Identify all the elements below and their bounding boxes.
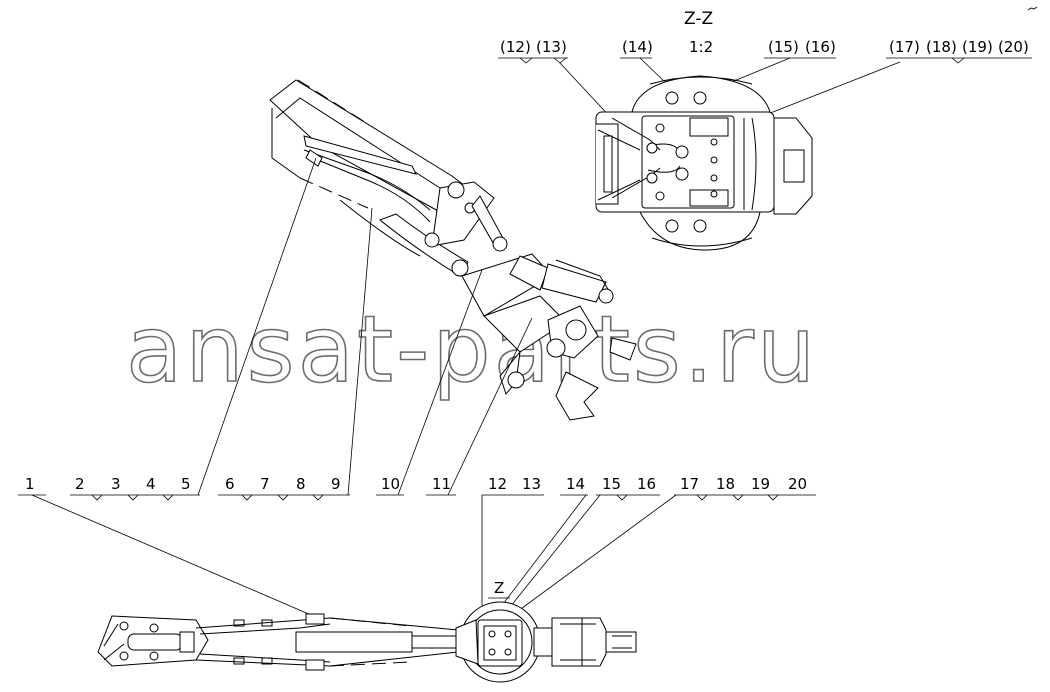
callout-4: 4 [146, 475, 156, 493]
section-callout-15: (15) [768, 38, 799, 56]
boom-perspective-drawing [269, 79, 637, 421]
section-callout-16: (16) [805, 38, 836, 56]
section-view-z-z: Z-Z 1:2 (12) (13) (14) (15) (16) (17) (1… [498, 9, 1032, 251]
section-housing-drawing [595, 75, 813, 251]
callout-16: 16 [637, 475, 656, 493]
section-title: Z-Z [684, 9, 713, 29]
section-callout-braces [519, 57, 965, 64]
section-callout-13: (13) [536, 38, 567, 56]
callout-6: 6 [225, 475, 235, 493]
callout-11: 11 [432, 475, 451, 493]
callout-12: 12 [488, 475, 507, 493]
section-callout-14: (14) [622, 38, 653, 56]
callout-20: 20 [788, 475, 807, 493]
detail-marker-z: Z [494, 579, 504, 597]
callout-2: 2 [75, 475, 85, 493]
callout-5: 5 [181, 475, 191, 493]
callout-labels: 1 2 3 4 5 6 7 8 9 10 11 12 13 14 15 16 1… [18, 475, 816, 501]
corner-mark [1027, 6, 1038, 11]
watermark: ansat-parts.ru [126, 296, 818, 403]
callout-15: 15 [602, 475, 621, 493]
callout-17: 17 [680, 475, 699, 493]
section-scale: 1:2 [689, 38, 713, 56]
callout-1: 1 [25, 475, 35, 493]
callout-8: 8 [296, 475, 306, 493]
callout-10: 10 [381, 475, 400, 493]
callout-7: 7 [260, 475, 270, 493]
section-callout-12: (12) [500, 38, 531, 56]
callout-19: 19 [751, 475, 770, 493]
section-callout-20: (20) [998, 38, 1029, 56]
callout-leaders [31, 157, 677, 619]
section-callout-17: (17) [889, 38, 920, 56]
callout-13: 13 [522, 475, 541, 493]
side-view-drawing: Z [97, 579, 637, 683]
section-callout-18: (18) [926, 38, 957, 56]
callout-14: 14 [566, 475, 585, 493]
section-callout-19: (19) [962, 38, 993, 56]
callout-3: 3 [111, 475, 121, 493]
callout-9: 9 [331, 475, 341, 493]
callout-18: 18 [716, 475, 735, 493]
